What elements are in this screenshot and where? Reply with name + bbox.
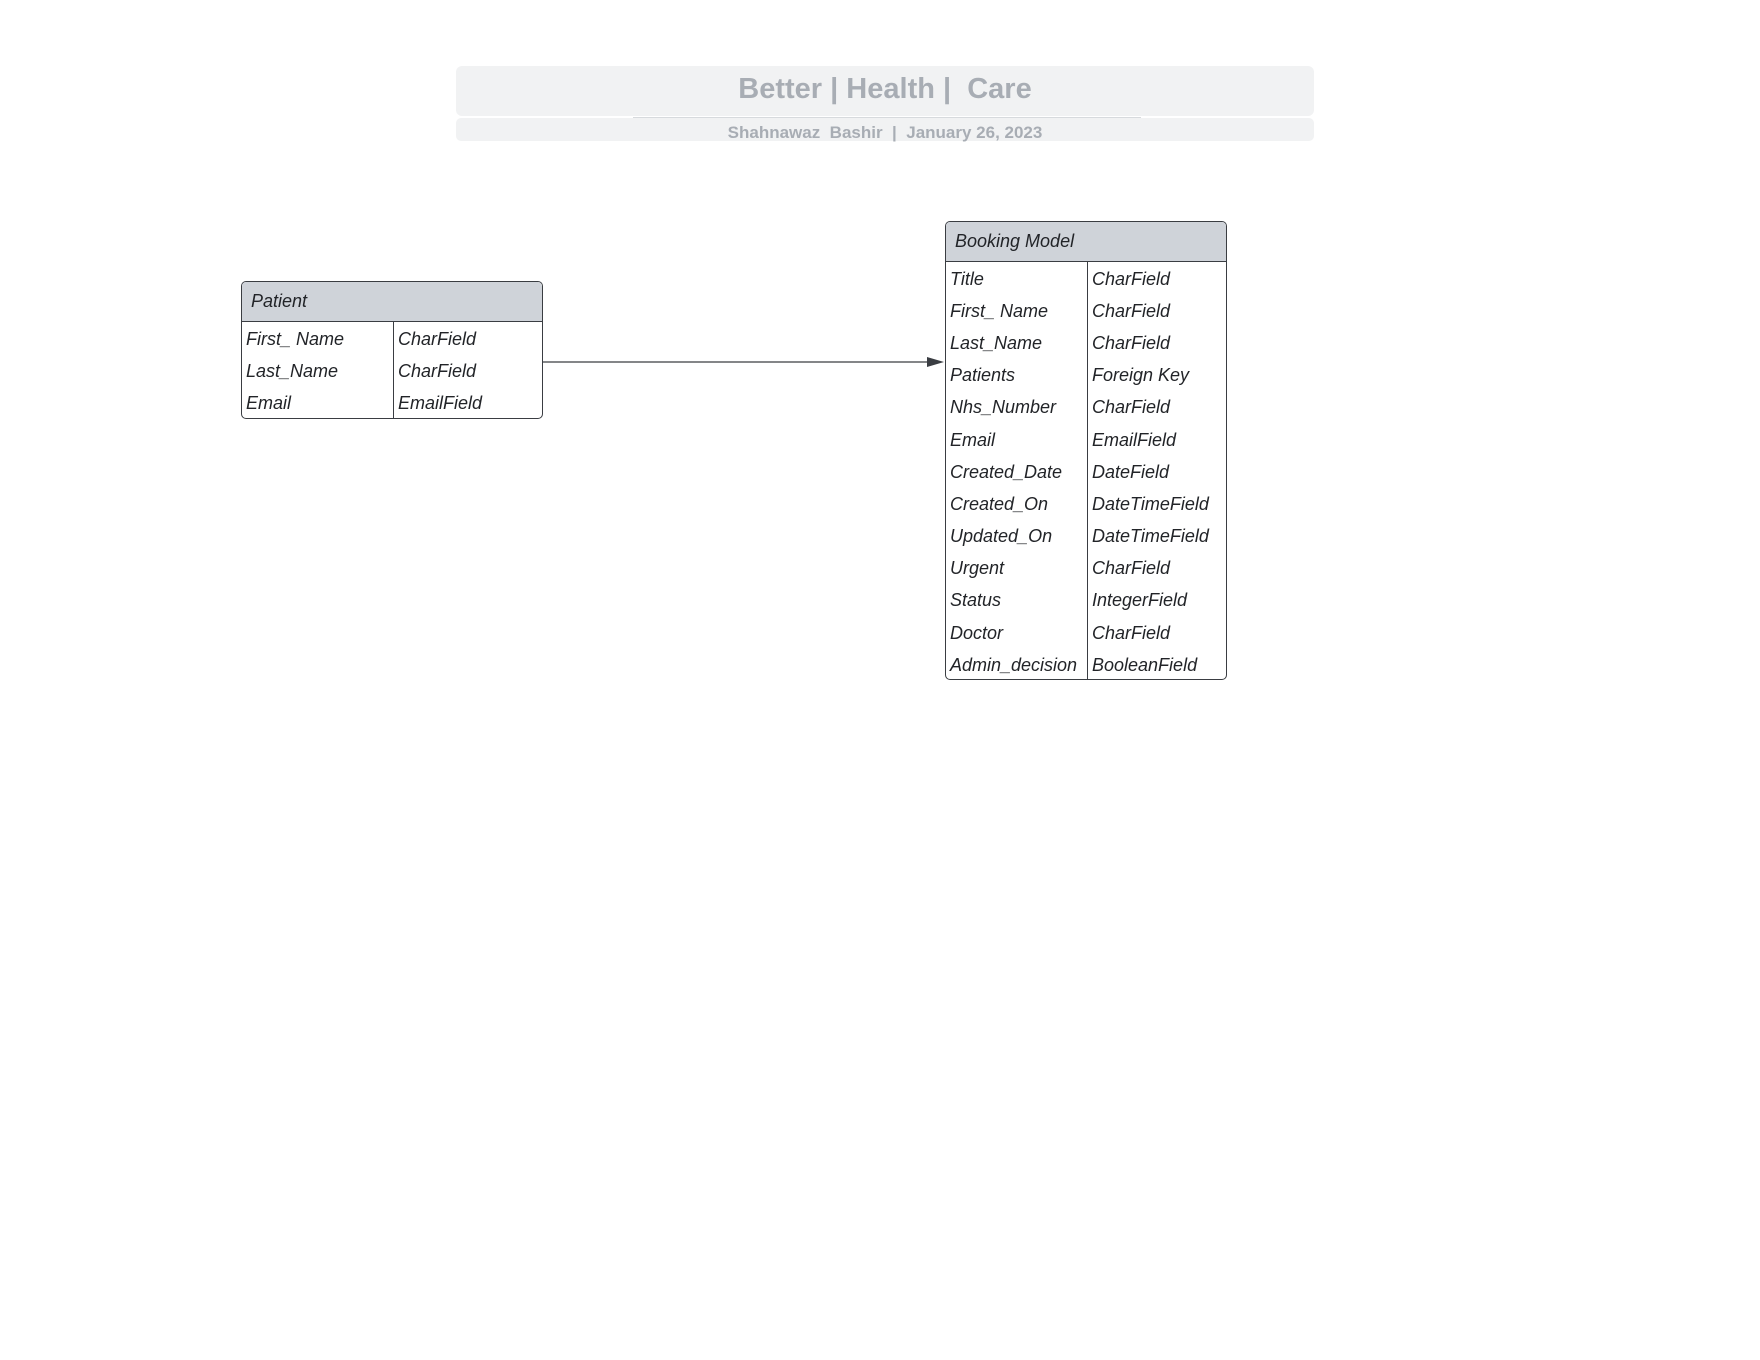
field-type: CharField xyxy=(1092,622,1171,643)
field-row[interactable]: Nhs_Number CharField xyxy=(946,392,1226,424)
field-row[interactable]: Last_Name CharField xyxy=(946,327,1226,359)
arrowhead-icon xyxy=(927,357,944,367)
diagram-subtitle: Shahnawaz Bashir | January 26, 2023 xyxy=(727,123,1043,142)
entity-booking-model[interactable]: Booking Model Title CharField First_ Nam… xyxy=(945,221,1227,680)
field-row[interactable]: Admin_decision BooleanField xyxy=(946,649,1226,679)
entity-title: Patient xyxy=(242,282,542,322)
entity-fields: Title CharField First_ Name CharField La… xyxy=(946,262,1226,679)
subtitle-banner xyxy=(456,118,1314,141)
column-divider xyxy=(1087,262,1088,679)
field-name: Urgent xyxy=(950,558,1005,579)
field-type: EmailField xyxy=(1092,429,1177,450)
field-type: CharField xyxy=(1092,558,1171,579)
entity-title: Booking Model xyxy=(946,222,1226,262)
field-name: Created_Date xyxy=(950,461,1063,482)
field-row[interactable]: Title CharField xyxy=(946,263,1226,295)
field-row[interactable]: Email EmailField xyxy=(946,424,1226,456)
field-name: First_ Name xyxy=(246,328,345,349)
field-name: Admin_decision xyxy=(950,654,1078,675)
field-type: CharField xyxy=(1092,300,1171,321)
field-type: CharField xyxy=(1092,397,1171,418)
entity-fields: First_ Name CharField Last_Name CharFiel… xyxy=(242,322,542,418)
field-type: Foreign Key xyxy=(1092,365,1190,386)
field-name: Title xyxy=(950,268,984,289)
field-row[interactable]: Status IntegerField xyxy=(946,585,1226,617)
column-divider xyxy=(393,322,394,418)
field-name: Nhs_Number xyxy=(950,397,1057,418)
field-name: Updated_On xyxy=(950,526,1053,547)
field-name: Created_On xyxy=(950,493,1049,514)
field-name: Last_Name xyxy=(246,360,339,381)
diagram-title-block: Better | Health | Care Shahnawaz Bashir … xyxy=(456,66,1314,142)
diagram-title: Better | Health | Care xyxy=(738,73,1032,105)
field-row[interactable]: Created_On DateTimeField xyxy=(946,488,1226,520)
field-name: Doctor xyxy=(950,622,1004,643)
field-type: DateField xyxy=(1092,461,1170,482)
field-type: CharField xyxy=(1092,332,1171,353)
field-row[interactable]: First_ Name CharField xyxy=(242,323,542,355)
field-name: Email xyxy=(950,429,996,450)
field-type: DateTimeField xyxy=(1092,526,1209,547)
field-name: Status xyxy=(950,590,1002,611)
field-type: CharField xyxy=(1092,268,1171,289)
title-banner xyxy=(456,66,1314,116)
field-row[interactable]: Patients Foreign Key xyxy=(946,360,1226,392)
field-name: Last_Name xyxy=(950,332,1043,353)
field-row[interactable]: Email EmailField xyxy=(242,387,542,418)
field-type: EmailField xyxy=(398,392,483,413)
field-name: First_ Name xyxy=(950,300,1049,321)
field-type: BooleanField xyxy=(1092,654,1198,675)
field-row[interactable]: Created_Date DateField xyxy=(946,456,1226,488)
field-type: IntegerField xyxy=(1092,590,1188,611)
field-row[interactable]: Doctor CharField xyxy=(946,617,1226,649)
field-name: Email xyxy=(246,392,292,413)
field-row[interactable]: Updated_On DateTimeField xyxy=(946,521,1226,553)
entity-patient[interactable]: Patient First_ Name CharField Last_Name … xyxy=(241,281,543,419)
field-row[interactable]: First_ Name CharField xyxy=(946,295,1226,327)
field-type: CharField xyxy=(398,360,477,381)
field-type: CharField xyxy=(398,328,477,349)
title-divider xyxy=(633,117,1141,118)
field-name: Patients xyxy=(950,365,1016,386)
field-row[interactable]: Urgent CharField xyxy=(946,553,1226,585)
field-row[interactable]: Last_Name CharField xyxy=(242,355,542,387)
field-type: DateTimeField xyxy=(1092,493,1209,514)
